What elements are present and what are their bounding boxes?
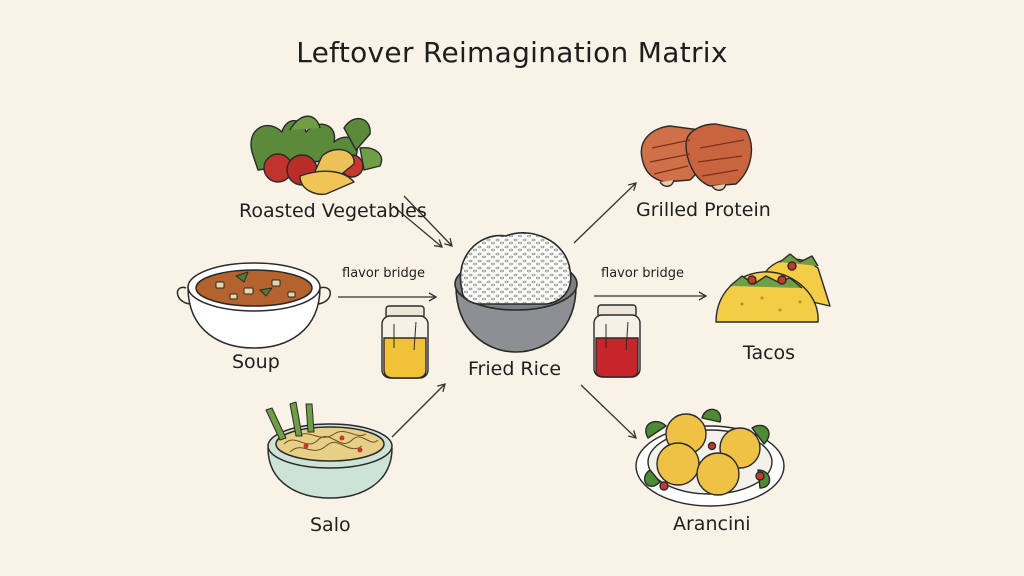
yellow-sauce-jar-icon [381,305,429,379]
arancini-plate-icon [635,408,785,507]
node-label-arancini: Arancini [673,513,751,535]
roasted-vegetables-icon [250,115,383,196]
node-label-roasted-vegetables: Roasted Vegetables [239,200,427,222]
node-label-salo: Salo [310,514,351,536]
arrow-roasted-to-rice-2 [392,205,444,248]
soup-bowl-icon [176,262,331,349]
rice-bowl-icon [454,232,578,353]
flavor-bridge-label-left: flavor bridge [342,266,425,281]
arrow-salo-to-rice [391,383,446,438]
node-label-grilled-protein: Grilled Protein [636,199,771,221]
grilled-meat-icon [640,123,753,191]
arrow-rice-to-grilled [573,182,637,244]
flavor-bridge-label-right: flavor bridge [601,266,684,281]
node-label-fried-rice: Fried Rice [468,358,562,380]
node-label-tacos: Tacos [743,342,796,364]
diagram-title: Leftover Reimagination Matrix [296,36,728,69]
taco-icon [715,253,831,323]
arrows [338,182,708,439]
node-label-soup: Soup [232,351,280,373]
arrow-roasted-to-rice [403,195,453,247]
arrow-rice-to-arancini [580,384,637,439]
red-sauce-jar-icon [593,304,641,378]
noodle-bowl-icon [265,401,393,499]
